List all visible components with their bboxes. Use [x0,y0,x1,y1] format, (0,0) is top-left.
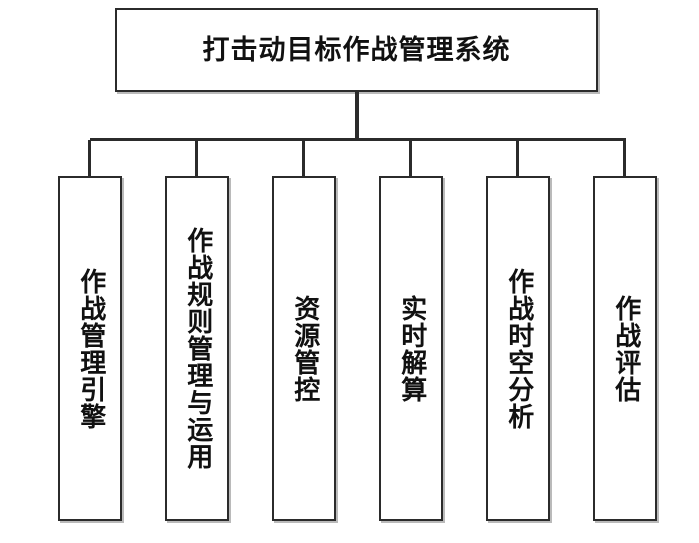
root-node-system-title[interactable]: 打击动目标作战管理系统 [115,8,598,92]
connector-drop-1 [88,140,91,176]
child-node-1[interactable]: 作战管理引擎 [58,176,122,521]
child-node-5[interactable]: 作战时空分析 [486,176,550,521]
child-node-6[interactable]: 作战评估 [593,176,657,521]
child-node-3[interactable]: 资源管控 [272,176,336,521]
connector-trunk-vertical [355,92,359,140]
child-node-2-label: 作战规则管理与运用 [182,227,213,470]
connector-horizontal-bus [90,138,626,141]
connector-drop-5 [516,140,519,176]
child-node-3-label: 资源管控 [289,294,320,403]
child-node-6-label: 作战评估 [610,294,641,403]
connector-drop-6 [623,140,626,176]
child-node-2[interactable]: 作战规则管理与运用 [165,176,229,521]
child-node-4-label: 实时解算 [396,294,427,403]
connector-drop-3 [302,140,305,176]
connector-drop-2 [195,140,198,176]
child-node-5-label: 作战时空分析 [503,267,534,430]
root-node-label: 打击动目标作战管理系统 [202,34,511,66]
child-node-4[interactable]: 实时解算 [379,176,443,521]
connector-drop-4 [409,140,412,176]
child-node-1-label: 作战管理引擎 [75,267,106,430]
